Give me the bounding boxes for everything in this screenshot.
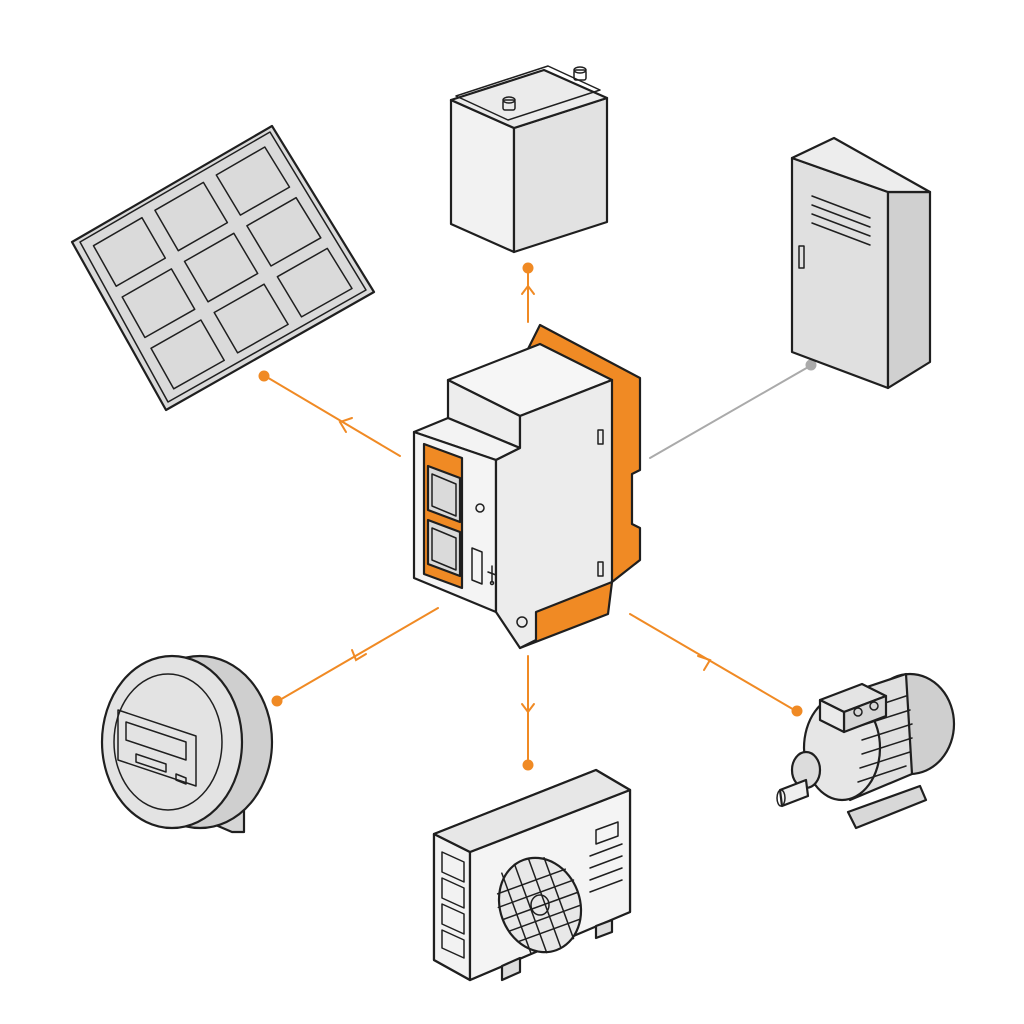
electrical-cabinet-icon (790, 136, 932, 390)
ethernet-port[interactable] (426, 464, 462, 524)
solar-cell (154, 181, 229, 252)
connector-battery (521, 262, 535, 323)
status-led-icon (475, 503, 485, 513)
electric-motor-icon (776, 672, 956, 830)
motor-terminal-box (818, 682, 888, 734)
solar-cell (215, 146, 291, 216)
cabinet-handle (798, 245, 805, 269)
connector-energy-meter (271, 607, 439, 707)
energy-meter-icon (100, 654, 274, 834)
battery-terminal-positive (573, 66, 587, 81)
solar-cells (92, 146, 353, 390)
solar-cell (213, 283, 289, 354)
solar-cell (121, 268, 196, 339)
ac-side-vents (441, 851, 465, 959)
battery-terminal-negative (502, 96, 516, 111)
solar-cell (92, 216, 167, 287)
solar-cell (276, 247, 353, 318)
solar-cell (246, 196, 322, 267)
connector-heat-pump (521, 655, 535, 771)
ac-fan-icon (496, 856, 583, 955)
side-slot (597, 429, 604, 445)
usb-port[interactable] (471, 547, 483, 585)
ethernet-port[interactable] (426, 518, 462, 578)
connector-solar-panel (258, 370, 401, 457)
battery-icon (449, 65, 609, 254)
connectors (258, 262, 817, 771)
cabinet-vents (811, 195, 871, 246)
side-slot (597, 561, 604, 577)
din-rail-gateway-icon (412, 323, 642, 650)
meter-display (117, 709, 197, 787)
solar-panel-icon (70, 124, 376, 412)
connector-motor (629, 613, 803, 717)
outdoor-ac-unit-icon (432, 768, 632, 982)
solar-cell (150, 319, 225, 390)
ac-label-plate (589, 821, 623, 893)
motor-shaft (776, 750, 822, 808)
solar-cell (183, 232, 259, 303)
usb-icon (487, 565, 497, 586)
connector-cabinet (649, 359, 817, 459)
screw-icon (516, 616, 528, 628)
